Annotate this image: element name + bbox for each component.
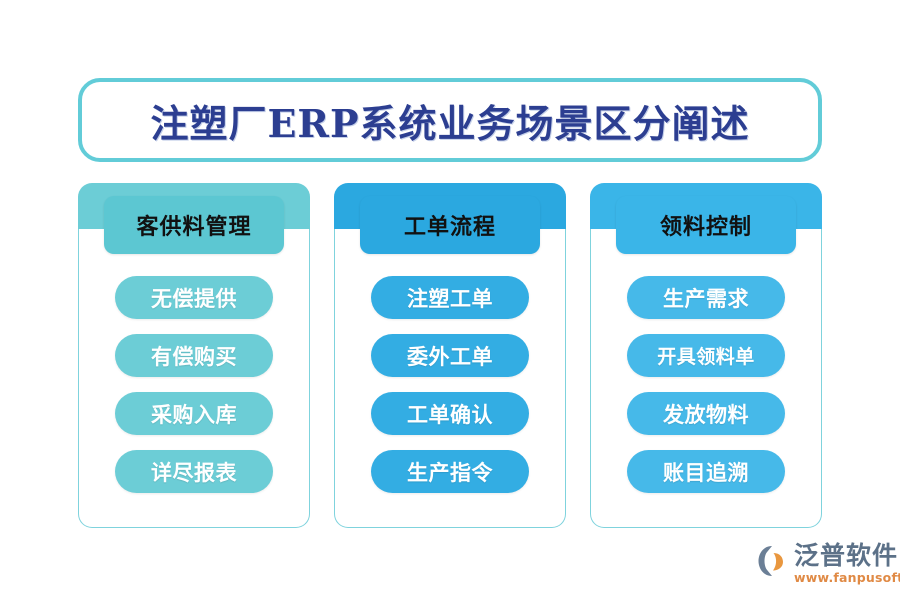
list-item-label: 委外工单 bbox=[407, 343, 493, 369]
list-item[interactable]: 工单确认 bbox=[371, 392, 529, 435]
column-material-requisition-control: 领料控制 生产需求 开具领料单 发放物料 账目追溯 bbox=[590, 183, 822, 528]
list-item-label: 生产指令 bbox=[407, 459, 493, 485]
column-header-material-requisition-control[interactable]: 领料控制 bbox=[616, 196, 796, 254]
columns-container: 客供料管理 无偿提供 有偿购买 采购入库 详尽报表 bbox=[78, 183, 822, 528]
list-item[interactable]: 注塑工单 bbox=[371, 276, 529, 319]
list-item[interactable]: 开具领料单 bbox=[627, 334, 785, 377]
column-items-list: 生产需求 开具领料单 发放物料 账目追溯 bbox=[590, 276, 822, 493]
logo-brand-name: 泛普软件 bbox=[794, 541, 899, 570]
column-customer-supplied-material: 客供料管理 无偿提供 有偿购买 采购入库 详尽报表 bbox=[78, 183, 310, 528]
fanpu-logo-icon bbox=[757, 545, 789, 577]
logo-website-url: www.fanpusoft.com bbox=[794, 570, 900, 585]
list-item-label: 账目追溯 bbox=[663, 459, 749, 485]
list-item-label: 详尽报表 bbox=[151, 459, 237, 485]
list-item-label: 无偿提供 bbox=[151, 285, 237, 311]
list-item-label: 工单确认 bbox=[407, 401, 493, 427]
column-header-customer-supplied-material[interactable]: 客供料管理 bbox=[104, 196, 284, 254]
list-item-label: 开具领料单 bbox=[657, 346, 755, 368]
list-item[interactable]: 发放物料 bbox=[627, 392, 785, 435]
list-item[interactable]: 生产需求 bbox=[627, 276, 785, 319]
list-item[interactable]: 无偿提供 bbox=[115, 276, 273, 319]
column-items-list: 无偿提供 有偿购买 采购入库 详尽报表 bbox=[78, 276, 310, 493]
list-item-label: 生产需求 bbox=[663, 285, 749, 311]
column-work-order-process: 工单流程 注塑工单 委外工单 工单确认 生产指令 bbox=[334, 183, 566, 528]
column-header-label: 客供料管理 bbox=[136, 214, 252, 240]
list-item[interactable]: 委外工单 bbox=[371, 334, 529, 377]
column-header-work-order-process[interactable]: 工单流程 bbox=[360, 196, 540, 254]
list-item[interactable]: 账目追溯 bbox=[627, 450, 785, 493]
list-item[interactable]: 生产指令 bbox=[371, 450, 529, 493]
list-item[interactable]: 有偿购买 bbox=[115, 334, 273, 377]
page-title: 注塑厂ERP系统业务场景区分阐述 bbox=[150, 100, 750, 146]
list-item-label: 采购入库 bbox=[151, 401, 237, 427]
list-item[interactable]: 详尽报表 bbox=[115, 450, 273, 493]
column-items-list: 注塑工单 委外工单 工单确认 生产指令 bbox=[334, 276, 566, 493]
list-item-label: 发放物料 bbox=[663, 401, 749, 427]
column-header-label: 领料控制 bbox=[659, 214, 752, 240]
list-item-label: 有偿购买 bbox=[151, 343, 237, 369]
list-item[interactable]: 采购入库 bbox=[115, 392, 273, 435]
list-item-label: 注塑工单 bbox=[407, 285, 493, 311]
column-header-label: 工单流程 bbox=[403, 214, 496, 240]
brand-logo[interactable]: 泛普软件 www.fanpusoft.com bbox=[757, 543, 900, 591]
title-banner: 注塑厂ERP系统业务场景区分阐述 bbox=[78, 78, 822, 162]
